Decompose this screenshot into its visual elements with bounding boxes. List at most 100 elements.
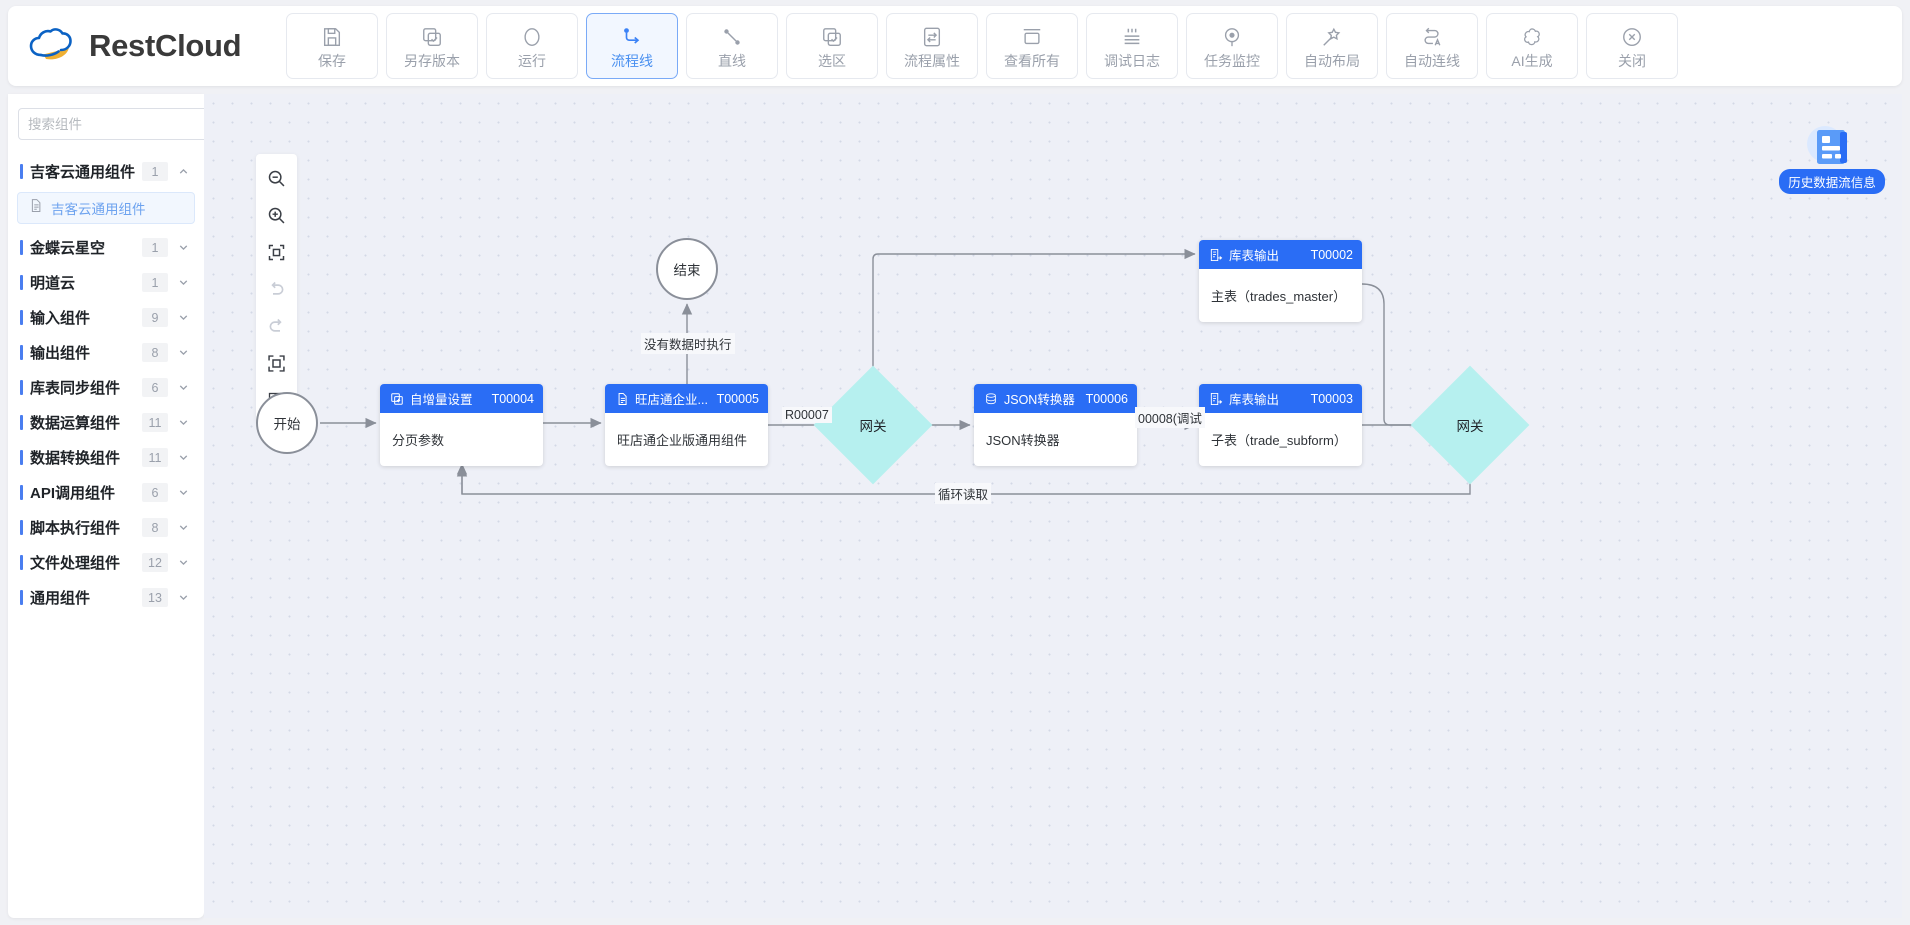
category-count: 12 xyxy=(142,553,168,572)
toolbar-button-close[interactable]: 关闭 xyxy=(1586,13,1678,79)
category-accent-bar xyxy=(20,380,23,395)
toolbar-button-selection[interactable]: 选区 xyxy=(786,13,878,79)
toolbar-button-auto-connect[interactable]: 自动连线 xyxy=(1386,13,1478,79)
flow-node-start[interactable]: 开始 xyxy=(256,392,318,454)
toolbar-button-straight-line[interactable]: 直线 xyxy=(686,13,778,79)
save-as-version-icon xyxy=(420,25,444,49)
toolbar-button-auto-layout[interactable]: 自动布局 xyxy=(1286,13,1378,79)
zoom-out-icon[interactable] xyxy=(258,160,295,197)
flow-node-title: 库表输出 xyxy=(1229,393,1280,407)
component-doc-icon xyxy=(28,198,43,218)
search-box[interactable] xyxy=(18,108,204,140)
flow-node-end[interactable]: 结束 xyxy=(656,238,718,300)
category-accent-bar xyxy=(20,485,23,500)
flow-node-title: 旺店通企业... xyxy=(635,393,708,407)
flow-node-code: T00006 xyxy=(1085,391,1128,406)
flow-node-t00003[interactable]: 库表输出 T00003 子表（trade_subform） xyxy=(1199,384,1362,466)
toolbar-button-flow-line[interactable]: 流程线 xyxy=(586,13,678,79)
category-accent-bar xyxy=(20,275,23,290)
toolbar-button-task-monitor[interactable]: 任务监控 xyxy=(1186,13,1278,79)
flow-node-body: 子表（trade_subform） xyxy=(1211,433,1347,448)
sidebar-category-table-sync[interactable]: 库表同步组件 6 xyxy=(8,370,204,405)
category-count: 6 xyxy=(142,483,168,502)
sidebar-category-mingdaoyun[interactable]: 明道云 1 xyxy=(8,265,204,300)
edge-label-no-data: 没有数据时执行 xyxy=(641,333,735,354)
toolbar-button-run[interactable]: 运行 xyxy=(486,13,578,79)
fit-screen-icon[interactable] xyxy=(258,345,295,382)
sidebar-category-api-call[interactable]: API调用组件 6 xyxy=(8,475,204,510)
flow-node-gateway-2[interactable]: 网关 xyxy=(1410,365,1530,485)
category-label: 通用组件 xyxy=(30,590,91,607)
flow-node-t00004[interactable]: 自增量设置 T00004 分页参数 xyxy=(380,384,543,466)
category-count: 9 xyxy=(142,308,168,327)
flow-line-icon xyxy=(620,25,644,49)
edge-label-r00007: R00007 xyxy=(782,407,832,423)
sidebar-category-kingdee[interactable]: 金蝶云星空 1 xyxy=(8,230,204,265)
sidebar-category-data-transform[interactable]: 数据转换组件 11 xyxy=(8,440,204,475)
toolbar-button-label: 自动连线 xyxy=(1404,52,1460,69)
sidebar-category-file-process[interactable]: 文件处理组件 12 xyxy=(8,545,204,580)
flow-node-t00005[interactable]: 旺店通企业... T00005 旺店通企业版通用组件 xyxy=(605,384,768,466)
zoom-in-icon[interactable] xyxy=(258,197,295,234)
view-all-icon xyxy=(1020,25,1044,49)
sidebar-category-output[interactable]: 输出组件 8 xyxy=(8,335,204,370)
canvas-toolbar xyxy=(256,154,297,423)
flow-node-code: T00003 xyxy=(1310,391,1353,406)
sidebar-category-data-compute[interactable]: 数据运算组件 11 xyxy=(8,405,204,440)
fit-selection-icon[interactable] xyxy=(258,234,295,271)
table-output-icon xyxy=(1208,391,1223,406)
category-count: 1 xyxy=(142,162,168,181)
flow-node-gateway-1[interactable]: 网关 xyxy=(813,365,933,485)
toolbar-button-ai-generate[interactable]: AI生成 xyxy=(1486,13,1578,79)
flow-node-body: 分页参数 xyxy=(392,433,445,448)
category-accent-bar xyxy=(20,415,23,430)
chevron-down-icon xyxy=(177,241,190,254)
category-accent-bar xyxy=(20,555,23,570)
cloud-logo-icon xyxy=(28,25,78,67)
category-accent-bar xyxy=(20,345,23,360)
toolbar-button-save-as-version[interactable]: 另存版本 xyxy=(386,13,478,79)
sidebar-category-input[interactable]: 输入组件 9 xyxy=(8,300,204,335)
flow-node-t00002[interactable]: 库表输出 T00002 主表（trades_master） xyxy=(1199,240,1362,322)
category-label: 库表同步组件 xyxy=(30,380,121,397)
category-accent-bar xyxy=(20,164,23,179)
sidebar-category-general[interactable]: 通用组件 13 xyxy=(8,580,204,615)
chevron-up-icon xyxy=(177,165,190,178)
category-label: 输入组件 xyxy=(30,310,91,327)
top-toolbar: RestCloud 保存 另存版本 xyxy=(8,6,1902,86)
category-accent-bar xyxy=(20,450,23,465)
brand-name: RestCloud xyxy=(89,28,242,63)
undo-icon[interactable] xyxy=(258,271,295,308)
flow-node-code: T00004 xyxy=(491,391,534,406)
toolbar-button-label: AI生成 xyxy=(1511,52,1553,69)
increment-setting-icon xyxy=(389,391,404,406)
category-count: 1 xyxy=(142,273,168,292)
toolbar-button-label: 直线 xyxy=(718,52,746,69)
flow-node-t00006[interactable]: JSON转换器 T00006 JSON转换器 xyxy=(974,384,1137,466)
search-input[interactable] xyxy=(28,116,204,132)
toolbar-button-view-all[interactable]: 查看所有 xyxy=(986,13,1078,79)
chevron-down-icon xyxy=(177,556,190,569)
history-doc-icon xyxy=(1801,122,1863,179)
toolbar-button-save[interactable]: 保存 xyxy=(286,13,378,79)
category-accent-bar xyxy=(20,310,23,325)
sidebar-item-jikeyun-common[interactable]: 吉客云通用组件 xyxy=(17,192,195,224)
sidebar-category-jikeyun[interactable]: 吉客云通用组件 1 xyxy=(8,154,204,189)
chevron-down-icon xyxy=(177,276,190,289)
history-dataflow-badge[interactable]: 历史数据流信息 xyxy=(1779,122,1885,194)
component-sidebar: 吉客云通用组件 1 吉客云通用组件 金蝶云星空 1 明道云 xyxy=(8,94,204,918)
table-output-icon xyxy=(1208,247,1223,262)
chevron-down-icon xyxy=(177,416,190,429)
flow-canvas[interactable]: 历史数据流信息 开始 结束 自增量设置 T00004 分页参数 xyxy=(204,94,1902,918)
toolbar-buttons: 保存 另存版本 运行 xyxy=(286,13,1690,79)
sidebar-category-script-exec[interactable]: 脚本执行组件 8 xyxy=(8,510,204,545)
component-doc-icon xyxy=(614,391,629,406)
category-accent-bar xyxy=(20,590,23,605)
task-monitor-icon xyxy=(1220,25,1244,49)
redo-icon[interactable] xyxy=(258,308,295,345)
toolbar-button-label: 调试日志 xyxy=(1104,52,1160,69)
toolbar-button-debug-log[interactable]: 调试日志 xyxy=(1086,13,1178,79)
flow-node-body: 主表（trades_master） xyxy=(1211,289,1347,304)
flow-node-header: JSON转换器 T00006 xyxy=(974,384,1137,413)
toolbar-button-flow-properties[interactable]: 流程属性 xyxy=(886,13,978,79)
